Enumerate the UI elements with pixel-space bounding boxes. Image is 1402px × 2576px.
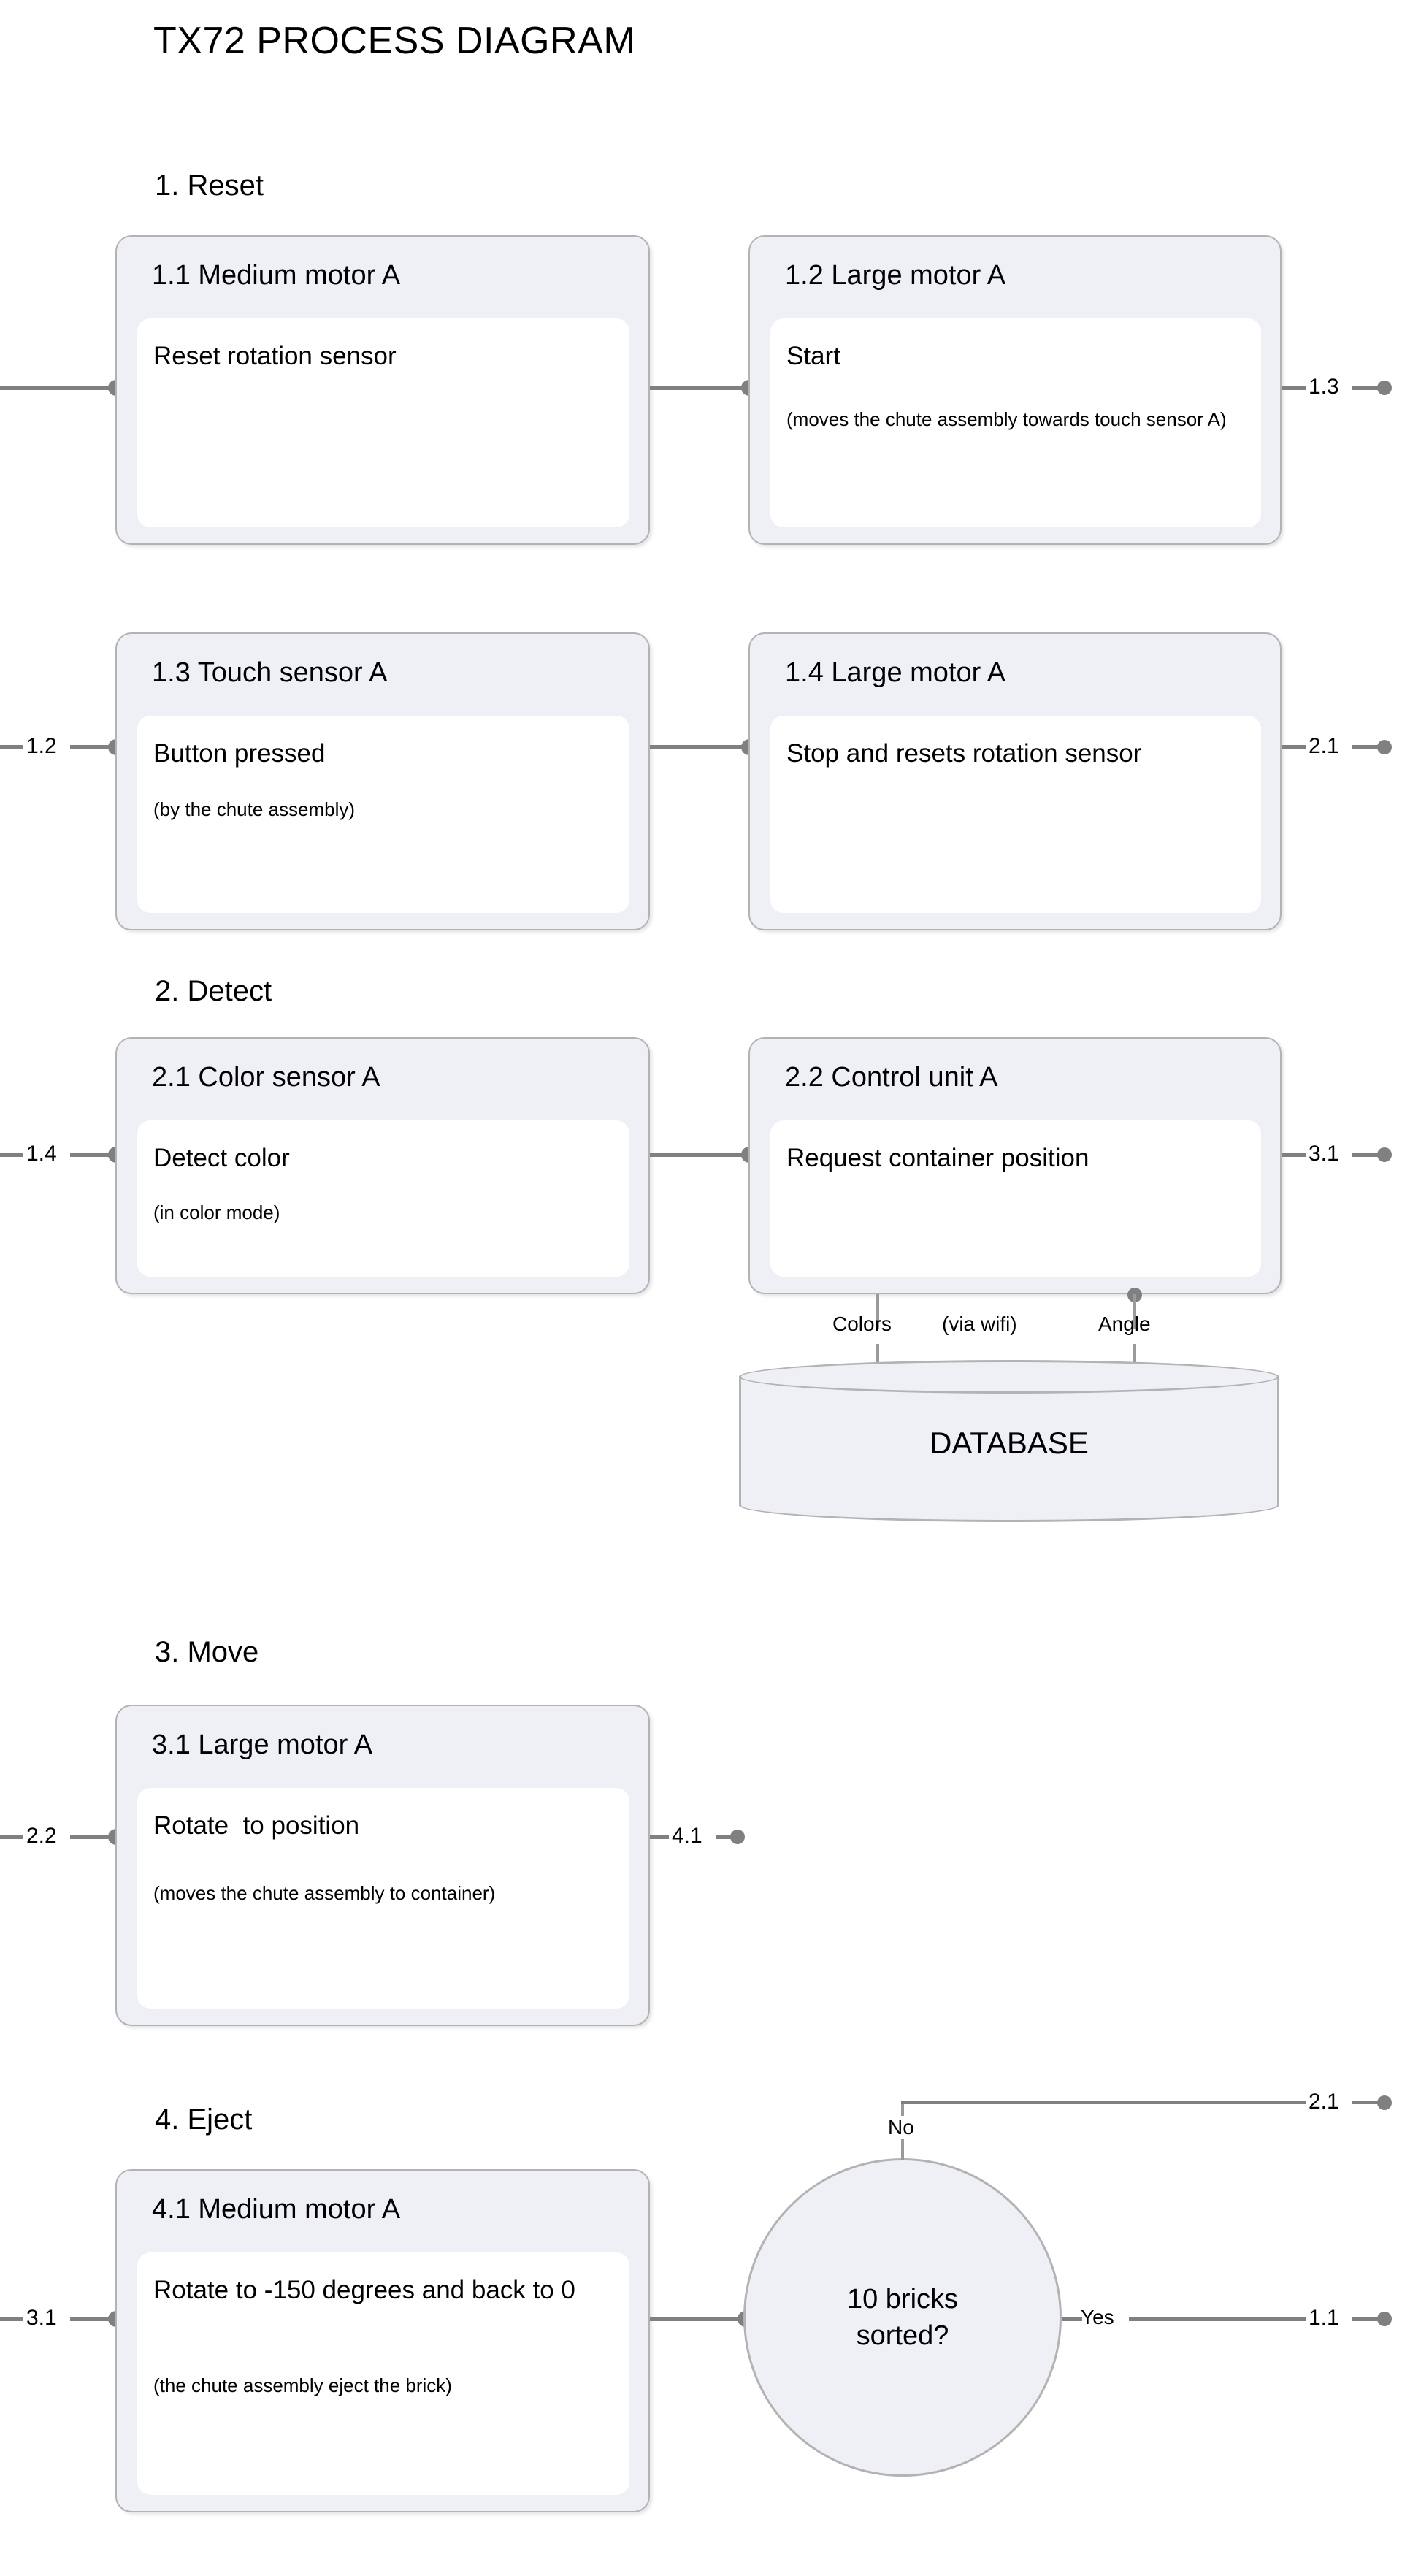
section-heading-reset: 1. Reset [155, 169, 264, 202]
card-1-1-title: 1.1 Medium motor A [152, 260, 401, 291]
connector-label-4-1-out: 4.1 [669, 1824, 705, 1849]
card-2-2-title: 2.2 Control unit A [785, 1062, 998, 1093]
connector-label-1-3: 1.3 [1306, 375, 1342, 400]
database-cylinder[interactable]: DATABASE [739, 1360, 1279, 1522]
card-1-2-title: 1.2 Large motor A [785, 260, 1006, 291]
branch-label-yes: Yes [1081, 2306, 1114, 2328]
card-3-1[interactable]: 3.1 Large motor A Rotate to position (mo… [115, 1705, 650, 2026]
card-2-1[interactable]: 2.1 Color sensor A Detect color (in colo… [115, 1037, 650, 1294]
card-2-1-body: Detect color (in color mode) [137, 1120, 629, 1277]
connector-endpoint-1-3 [1377, 381, 1392, 395]
connector-2-2-out [1282, 1153, 1307, 1157]
card-3-1-title: 3.1 Large motor A [152, 1730, 373, 1760]
connector-yes-branch-tail [1352, 2317, 1383, 2321]
connector-into-2-1-tail [70, 1153, 120, 1157]
connector-1-2-out-tail [1352, 386, 1383, 390]
card-3-1-body: Rotate to position (moves the chute asse… [137, 1788, 629, 2009]
connector-yes-branch [1062, 2317, 1082, 2321]
card-1-2-note: (moves the chute assembly towards touch … [786, 408, 1227, 430]
connector-1-4-out-tail [1352, 745, 1383, 749]
card-2-1-note: (in color mode) [153, 1201, 280, 1223]
card-1-4-main: Stop and resets rotation sensor [786, 739, 1142, 768]
card-1-3-main: Button pressed [153, 739, 326, 768]
connector-label-no-target: 2.1 [1306, 2090, 1342, 2114]
card-3-1-main: Rotate to position [153, 1811, 360, 1840]
connector-1-2-out [1282, 386, 1307, 390]
card-1-3-title: 1.3 Touch sensor A [152, 657, 388, 688]
connector-label-1-4-in: 1.4 [23, 1142, 60, 1166]
decision-label: 10 bricks sorted? [846, 2283, 959, 2351]
card-1-4-body: Stop and resets rotation sensor [770, 716, 1261, 913]
connector-label-3-1-out: 3.1 [1306, 1142, 1342, 1166]
card-1-2-body: Start (moves the chute assembly towards … [770, 318, 1261, 527]
db-link-angle-upper [1133, 1294, 1136, 1329]
decision-10-bricks-sorted[interactable]: 10 bricks sorted? [743, 2158, 1062, 2477]
connector-endpoint-4-1 [730, 1830, 745, 1844]
card-1-4[interactable]: 1.4 Large motor A Stop and resets rotati… [748, 632, 1282, 930]
db-link-label-angle: Angle [1098, 1312, 1151, 1335]
db-link-colors-upper [876, 1294, 879, 1329]
card-1-4-title: 1.4 Large motor A [785, 657, 1006, 688]
card-1-3-body: Button pressed (by the chute assembly) [137, 716, 629, 913]
branch-label-no: No [884, 2116, 919, 2139]
database-cylinder-body [739, 1376, 1279, 1506]
card-1-1-main: Reset rotation sensor [153, 342, 397, 370]
card-2-2-main: Request container position [786, 1144, 1089, 1172]
card-1-3-note: (by the chute assembly) [153, 798, 356, 820]
section-heading-detect: 2. Detect [155, 975, 272, 1007]
connector-2-2-out-tail [1352, 1153, 1383, 1157]
db-link-label-colors: Colors [832, 1312, 892, 1335]
connector-2-1-to-2-2 [650, 1153, 756, 1157]
card-2-1-main: Detect color [153, 1144, 290, 1172]
connector-into-1-3-tail [70, 745, 120, 749]
connector-3-1-out [650, 1835, 672, 1839]
card-1-1[interactable]: 1.1 Medium motor A Reset rotation sensor [115, 235, 650, 545]
card-4-1-title: 4.1 Medium motor A [152, 2194, 401, 2225]
connector-3-1-out-tail [716, 1835, 736, 1839]
connector-endpoint-2-1 [1377, 740, 1392, 754]
connector-label-3-1-in: 3.1 [23, 2306, 60, 2331]
card-4-1-main: Rotate to -150 degrees and back to 0 [153, 2276, 575, 2304]
connector-endpoint-3-1 [1377, 1147, 1392, 1162]
card-4-1-note: (the chute assembly eject the brick) [153, 2374, 452, 2396]
card-4-1[interactable]: 4.1 Medium motor A Rotate to -150 degree… [115, 2169, 650, 2512]
connector-label-2-2-in: 2.2 [23, 1824, 60, 1849]
connector-label-1-2-in: 1.2 [23, 734, 60, 759]
connector-1-4-out [1282, 745, 1307, 749]
database-label: DATABASE [930, 1426, 1089, 1460]
connector-1-1-to-1-2 [650, 386, 756, 390]
connector-into-1-3 [0, 745, 25, 749]
page-title: TX72 PROCESS DIAGRAM [153, 20, 636, 62]
card-2-2-body: Request container position [770, 1120, 1261, 1277]
connector-endpoint-no-target [1377, 2095, 1392, 2110]
card-2-1-title: 2.1 Color sensor A [152, 1062, 380, 1093]
connector-into-3-1-tail [70, 1835, 120, 1839]
connector-no-branch-tail [1352, 2101, 1383, 2104]
card-1-1-body: Reset rotation sensor [137, 318, 629, 527]
card-3-1-note: (moves the chute assembly to container) [153, 1882, 496, 1904]
connector-into-1-1 [0, 386, 120, 390]
card-1-3[interactable]: 1.3 Touch sensor A Button pressed (by th… [115, 632, 650, 930]
section-heading-move: 3. Move [155, 1636, 259, 1668]
connector-label-2-1-out: 2.1 [1306, 734, 1342, 759]
db-link-label-via-wifi: (via wifi) [942, 1312, 1017, 1335]
connector-into-3-1 [0, 1835, 25, 1839]
connector-no-branch-horizontal [901, 2101, 1307, 2104]
connector-into-2-1 [0, 1153, 25, 1157]
card-1-2-main: Start [786, 342, 840, 370]
db-link-colors-lower [876, 1344, 879, 1375]
card-2-2[interactable]: 2.2 Control unit A Request container pos… [748, 1037, 1282, 1294]
connector-label-yes-target: 1.1 [1306, 2306, 1342, 2331]
database-cylinder-top [739, 1360, 1279, 1394]
connector-yes-branch-mid [1129, 2317, 1307, 2321]
connector-4-1-to-decision [650, 2317, 752, 2321]
connector-into-4-1 [0, 2317, 25, 2321]
connector-into-4-1-tail [70, 2317, 120, 2321]
card-4-1-body: Rotate to -150 degrees and back to 0 (th… [137, 2252, 629, 2495]
section-heading-eject: 4. Eject [155, 2103, 253, 2136]
connector-1-3-to-1-4 [650, 745, 756, 749]
connector-endpoint-yes-target [1377, 2312, 1392, 2326]
card-1-2[interactable]: 1.2 Large motor A Start (moves the chute… [748, 235, 1282, 545]
